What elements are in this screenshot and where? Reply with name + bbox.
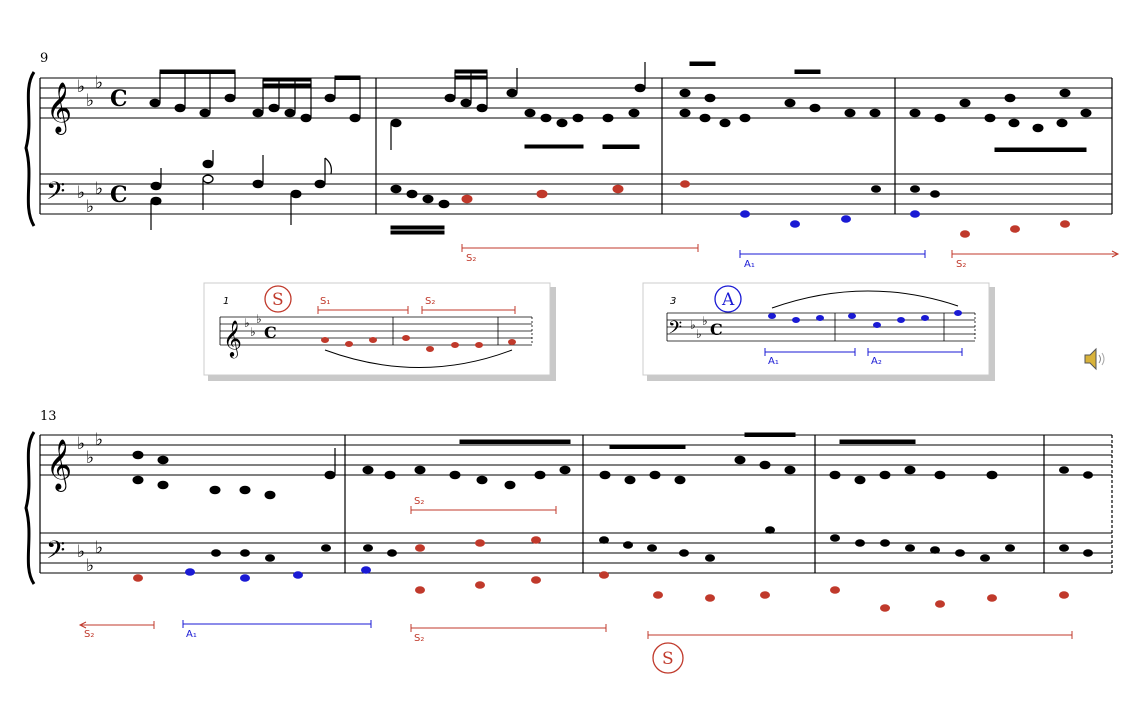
svg-text:♭: ♭	[95, 179, 103, 199]
treble-staff-2	[40, 434, 1112, 476]
svg-text:♭: ♭	[77, 434, 85, 454]
svg-text:♭: ♭	[86, 556, 94, 576]
svg-text:♭: ♭	[77, 542, 85, 562]
treble-clef-icon-2: 𝄞	[46, 439, 72, 492]
annotation-bracket-s2-c: S₂	[78, 621, 155, 640]
subject-circle-icon	[264, 285, 292, 313]
inset-treble-clef-icon: 𝄞	[223, 319, 242, 358]
bass-clef-icon: 𝄢	[46, 177, 65, 212]
svg-text:♭: ♭	[95, 538, 103, 558]
inset-answer-circle-label: A	[721, 290, 735, 310]
measure-number-13: 13	[40, 409, 57, 424]
subject-circle-icon	[652, 642, 684, 674]
system-2: 13 𝄞 𝄢 ♭ ♭ ♭	[24, 409, 1113, 674]
m10-treble-notes	[390, 62, 646, 150]
key-signature-treble-1: ♭ ♭ ♭	[77, 73, 103, 111]
treble-clef-icon: 𝄞	[46, 82, 72, 135]
m11-treble-notes	[679, 61, 881, 128]
svg-text:♭: ♭	[256, 312, 262, 326]
m17-notes	[1059, 466, 1093, 599]
annotation-bracket-s2-d: S₂	[410, 496, 557, 514]
m13-treble-notes	[132, 448, 336, 500]
inset-subject-seg-s1: S₁	[320, 296, 330, 307]
annotation-label: S₂	[956, 259, 966, 270]
system-1: 9 𝄞 𝄢	[24, 51, 1120, 270]
m10-bass-notes	[390, 184, 624, 235]
answer-circle-icon	[714, 285, 742, 313]
annotation-bracket-s2-b: S₂	[951, 250, 1120, 270]
svg-text:♭: ♭	[86, 197, 94, 217]
annotation-label: S₂	[84, 629, 94, 640]
m9-treble-notes	[149, 69, 361, 123]
m13-bass-notes	[133, 544, 331, 582]
time-signature-bass-1: C	[110, 182, 128, 208]
time-signature-treble-1: C	[110, 86, 128, 112]
barlines-2	[39, 435, 1113, 573]
svg-text:♭: ♭	[702, 314, 708, 328]
m9-bass-notes	[150, 150, 332, 230]
m11-bass-notes	[680, 180, 881, 228]
m14-bass-notes	[361, 536, 541, 594]
inset-answer-seg-a1: A₁	[768, 356, 779, 367]
annotation-label: A₁	[744, 259, 755, 270]
annotation-bracket-a1: A₁	[739, 250, 926, 270]
annotation-bracket-s2-a: S₂	[461, 244, 699, 264]
annotation-bracket-a1-2: A₁	[182, 620, 372, 640]
svg-text:♭: ♭	[86, 91, 94, 111]
m15-bass-notes	[599, 526, 775, 602]
svg-text:♭: ♭	[95, 73, 103, 93]
inset-bass-clef-icon: 𝄢	[668, 318, 682, 343]
grand-staff-brace	[24, 71, 36, 227]
bass-clef-icon-2: 𝄢	[46, 536, 65, 571]
inset-subject-circle-label: S	[272, 290, 284, 310]
m16-treble-notes	[829, 439, 998, 485]
bass-staff-1	[40, 173, 1112, 215]
svg-text:♭: ♭	[696, 327, 702, 341]
measure-number-9: 9	[40, 51, 48, 66]
inset-subject-seg-s2: S₂	[425, 296, 435, 307]
inset-answer-seg-a2: A₂	[871, 356, 882, 367]
svg-text:♭: ♭	[244, 316, 250, 330]
annotation-label: S₂	[414, 633, 424, 644]
m14-treble-notes	[362, 439, 571, 490]
annotation-bracket-subject: S	[647, 631, 1073, 674]
svg-text:♭: ♭	[95, 430, 103, 450]
speaker-icon[interactable]	[1082, 346, 1108, 372]
m12-bass-notes	[910, 185, 1070, 238]
m15-treble-notes	[599, 432, 796, 485]
inset-answer: 3 A 𝄢 ♭ ♭ ♭ C	[642, 282, 995, 381]
inset-subject-time-sig: C	[264, 323, 277, 342]
key-signature-treble-2: ♭ ♭ ♭	[77, 430, 103, 468]
inset-subject-number: 1	[223, 296, 229, 307]
annotation-label: A₁	[186, 629, 197, 640]
svg-text:♭: ♭	[77, 183, 85, 203]
m12-treble-notes	[909, 88, 1092, 152]
m16-bass-notes	[830, 534, 1015, 612]
key-signature-bass-1: ♭ ♭ ♭	[77, 179, 103, 217]
barlines-1	[39, 78, 1113, 214]
bass-staff-2	[40, 532, 1112, 574]
annotation-label: S₂	[414, 496, 424, 507]
svg-text:♭: ♭	[77, 77, 85, 97]
svg-text:♭: ♭	[86, 448, 94, 468]
svg-text:♭: ♭	[250, 325, 256, 339]
svg-text:♭: ♭	[690, 318, 696, 332]
grand-staff-brace-2	[24, 431, 36, 585]
annotation-label: S₂	[466, 253, 476, 264]
inset-answer-time-sig: C	[710, 320, 723, 339]
annotation-bracket-s2-e: S₂	[410, 624, 607, 644]
key-signature-bass-2: ♭ ♭ ♭	[77, 538, 103, 576]
inset-subject: 1 S S₁ S₂ 𝄞 ♭ ♭ ♭ C	[203, 282, 556, 381]
inset-answer-number: 3	[670, 296, 676, 307]
subject-circle-label: S	[662, 649, 674, 669]
